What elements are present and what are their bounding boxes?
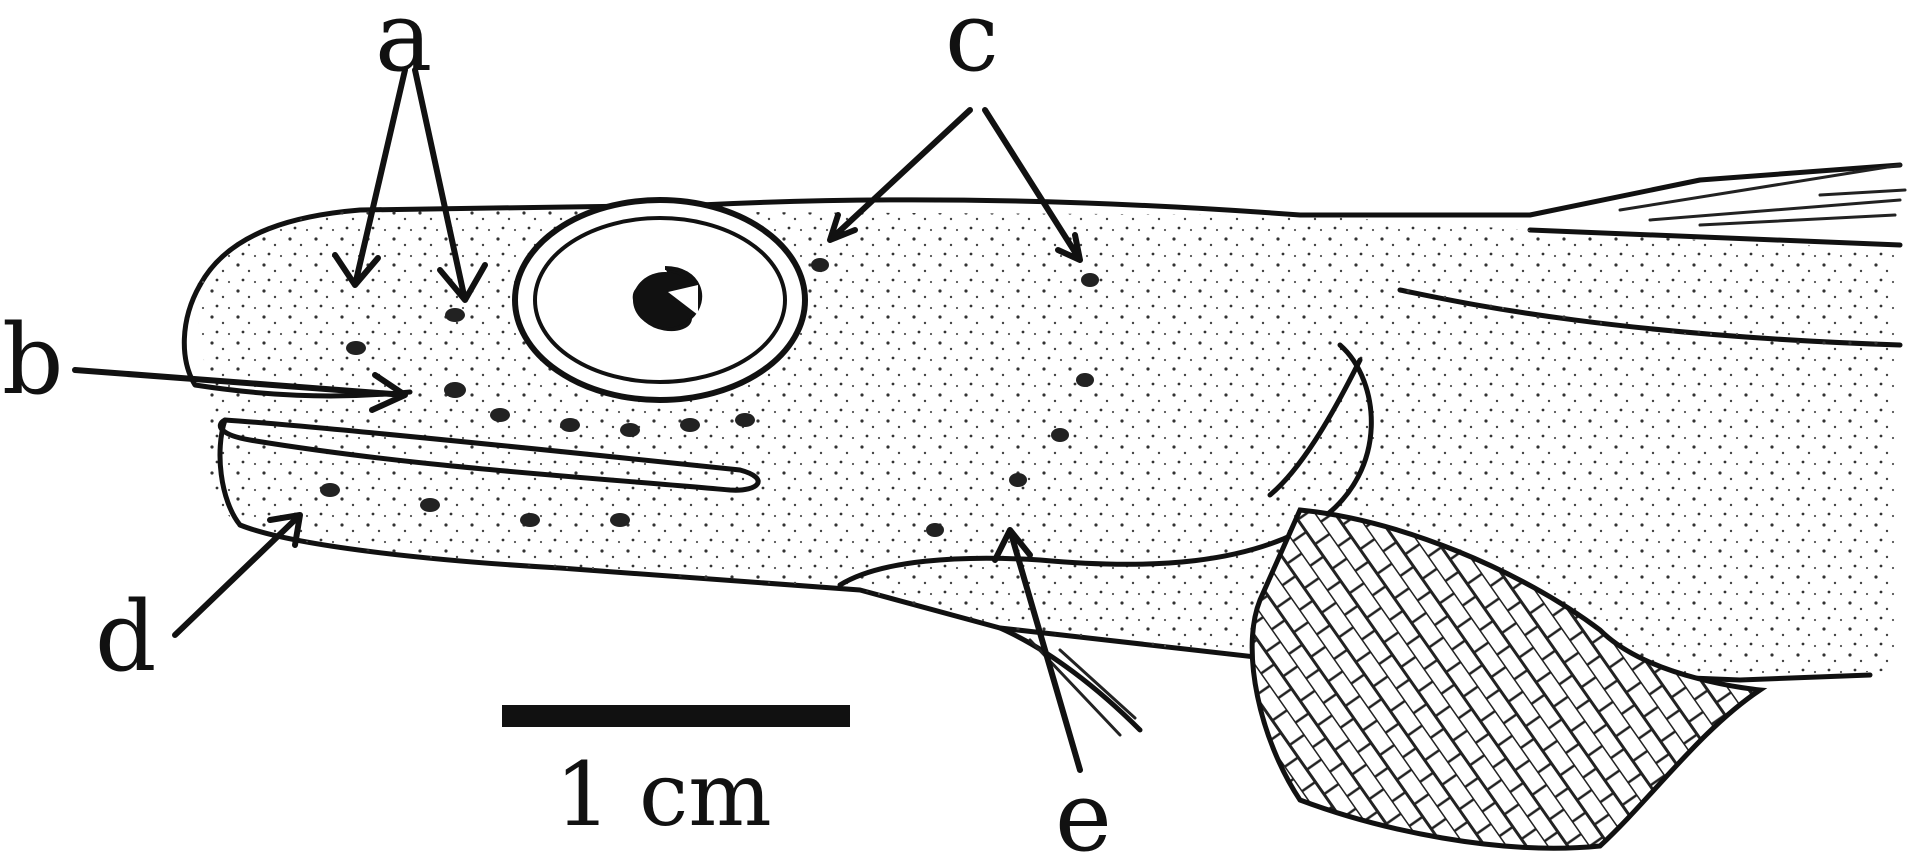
label-e: e — [1055, 761, 1112, 856]
scale-bar: 1 cm — [502, 705, 850, 846]
label-d: d — [95, 581, 156, 693]
arrow-d — [175, 515, 300, 635]
label-c: c — [945, 0, 999, 93]
label-a: a — [375, 0, 432, 93]
eye — [515, 200, 805, 400]
head-fill — [198, 210, 1900, 680]
scale-bar-label: 1 cm — [555, 743, 772, 846]
label-b: b — [2, 304, 63, 416]
scale-bar-line — [502, 705, 850, 727]
fish-body — [184, 165, 1905, 848]
